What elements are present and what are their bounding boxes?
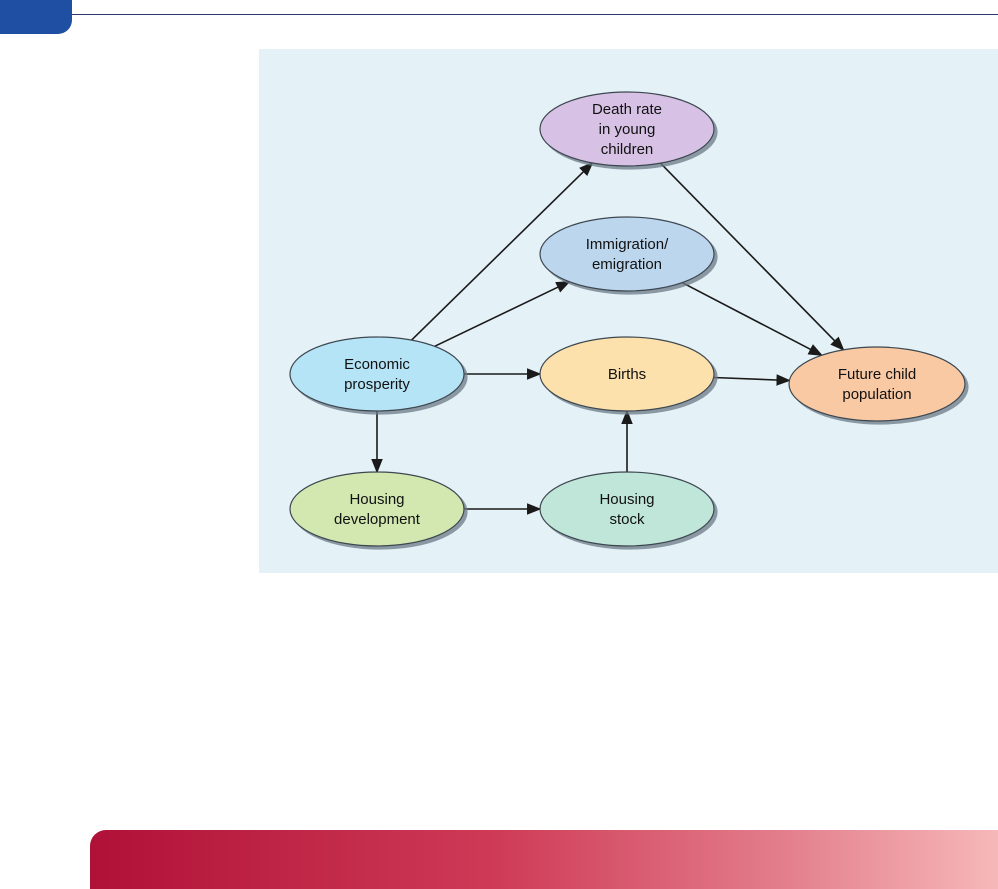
node-label-future_child-line-2: population	[842, 386, 911, 403]
node-death_rate: Death rate in young children	[540, 92, 714, 166]
node-label-economic-line-2: prosperity	[344, 376, 410, 393]
node-shape-future_child	[789, 347, 965, 421]
node-housing_dev: Housing development	[290, 472, 464, 546]
edge-births-to-future_child	[714, 378, 790, 381]
node-births: Births	[540, 337, 714, 411]
node-housing_stock: Housing stock	[540, 472, 714, 546]
node-label-housing_stock-line-1: Housing	[599, 491, 654, 508]
node-shape-economic	[290, 337, 464, 411]
node-label-housing_dev-line-1: Housing	[349, 491, 404, 508]
edge-immigration-to-future_child	[682, 283, 822, 356]
corner-tab	[0, 0, 72, 34]
node-shape-housing_stock	[540, 472, 714, 546]
node-label-death_rate-line-3: children	[601, 141, 654, 158]
top-rule	[0, 14, 998, 15]
node-label-future_child-line-1: Future child	[838, 366, 916, 383]
causal-diagram: Death rate in young childrenImmigration/em…	[259, 49, 998, 573]
edges-layer	[377, 163, 844, 509]
node-economic: Economic prosperity	[290, 337, 464, 411]
node-label-immigration-line-1: Immigration/	[586, 236, 669, 253]
node-shape-immigration	[540, 217, 714, 291]
node-label-housing_stock-line-2: stock	[609, 511, 645, 528]
node-immigration: Immigration/emigration	[540, 217, 714, 291]
nodes-layer: Death rate in young childrenImmigration/em…	[290, 92, 965, 546]
node-label-housing_dev-line-2: development	[334, 511, 421, 528]
node-label-death_rate-line-1: Death rate	[592, 101, 662, 118]
node-label-immigration-line-2: emigration	[592, 256, 662, 273]
node-future_child: Future child population	[789, 347, 965, 421]
node-label-economic-line-1: Economic	[344, 356, 410, 373]
node-shape-housing_dev	[290, 472, 464, 546]
node-label-death_rate-line-2: in young	[599, 121, 656, 138]
footer-bar	[90, 830, 998, 889]
node-label-births-line-1: Births	[608, 366, 646, 383]
edge-economic-to-immigration	[435, 282, 570, 347]
